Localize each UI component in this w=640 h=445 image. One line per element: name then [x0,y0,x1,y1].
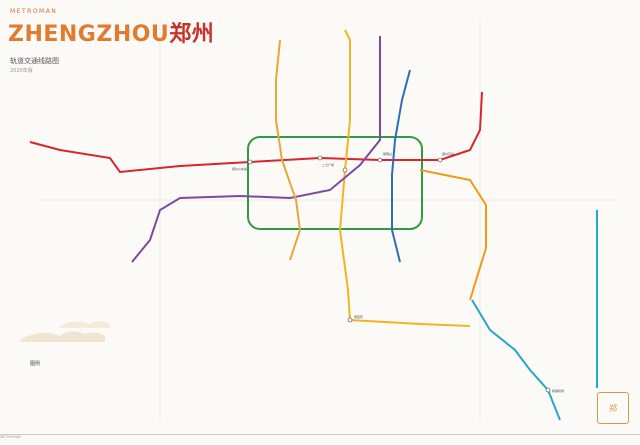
brand-city-cn: 郑州 [169,22,215,47]
station-labels: 郑州火车站 二七广场 紫荆山 郑州东站 南四环 新郑机场 [232,151,564,393]
station-marker[interactable] [437,157,443,163]
line-1 [29,91,483,174]
stations [247,155,551,393]
station-label: 紫荆山 [383,151,392,156]
station-marker[interactable] [247,159,253,165]
station-label: 南四环 [354,314,363,319]
base-grid [40,20,620,420]
station-marker[interactable] [342,167,348,173]
line-14 [275,39,302,261]
map-edition: 2020年版 [10,68,33,74]
chengjiao-line [471,299,561,421]
legend-title: 图例 [30,361,41,367]
station-label: 郑州东站 [442,151,454,156]
mountain-decoration [20,321,110,342]
line-3 [131,36,381,263]
line-4 [391,69,411,263]
brand-metroman: METROMAN [10,8,58,15]
map-subtitle: 轨道交通线路图 [10,57,59,65]
brand-city-en: ZHENGZHOU [8,22,170,47]
seal-stamp: 郑 [597,392,629,424]
footer-text: METROMAN [0,435,21,439]
station-marker[interactable] [545,387,551,393]
station-label: 二七广场 [322,162,334,167]
line-outer [419,169,487,301]
station-marker[interactable] [377,157,383,163]
station-marker[interactable] [317,155,323,161]
station-label: 新郑机场 [552,388,564,393]
brand-title: ZHENGZHOU郑州 [8,16,214,48]
line-5-ring [247,136,423,230]
station-marker[interactable] [347,317,353,323]
footer: METROMAN [0,434,640,445]
legend: 图例 [30,360,260,420]
line-2 [338,29,471,327]
station-label: 郑州火车站 [232,166,247,171]
